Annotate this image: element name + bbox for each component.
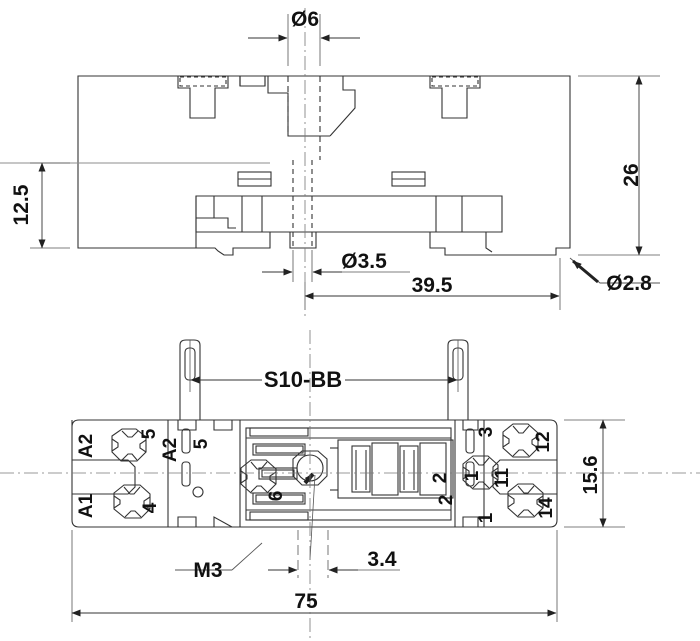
- screw-12: [502, 423, 539, 458]
- terminal-label-12: 12: [533, 431, 554, 452]
- terminal-label-5: 5: [139, 428, 160, 439]
- terminal-label-1: 1: [476, 512, 497, 523]
- dim-label-dia6: Ø6: [291, 8, 319, 31]
- dim-label-39-5: 39.5: [412, 274, 453, 297]
- dim-label-26: 26: [620, 163, 643, 186]
- terminal-label-2-inner: 2: [430, 473, 451, 484]
- part-label-s10bb: S10-BB: [264, 367, 342, 392]
- terminal-screws: [111, 423, 544, 519]
- terminal-label-6: 6: [266, 491, 287, 502]
- terminal-label-14: 14: [536, 497, 557, 519]
- dim-label-15-6: 15.6: [580, 456, 602, 495]
- terminal-label-a2-inner: A2: [160, 438, 181, 462]
- side-view-body: [0, 75, 571, 256]
- dim-label-3-4: 3.4: [367, 548, 397, 571]
- terminal-label-2: 2: [436, 495, 457, 506]
- terminal-label-a2: A2: [76, 434, 97, 458]
- screw-4: [113, 484, 151, 519]
- bottom-view-dimensions: [0, 330, 700, 641]
- screw-14: [507, 483, 544, 518]
- dimension-labels: Ø6 26 12.5 Ø3.5 39.5 Ø2.8 S10-BB 75 15.6…: [10, 8, 652, 613]
- terminal-label-4: 4: [140, 502, 161, 513]
- screw-11: [462, 455, 499, 490]
- terminal-labels: A2 5 A1 4 6 A2 5 2 1 3 12 11 2 1 14: [76, 427, 557, 524]
- terminal-label-3: 3: [476, 427, 497, 438]
- terminal-label-a1: A1: [76, 493, 97, 518]
- dim-label-75: 75: [294, 590, 318, 613]
- side-view-dimensions: [30, 8, 660, 318]
- terminal-label-11: 11: [492, 468, 513, 489]
- terminal-label-5-inner: 5: [191, 438, 212, 449]
- dim-label-m3: M3: [193, 559, 222, 582]
- dim-label-12-5: 12.5: [10, 184, 33, 225]
- screw-5: [111, 428, 147, 462]
- terminal-label-1-inner: 1: [462, 470, 483, 481]
- screw-6: [240, 459, 277, 494]
- dim-label-dia3-5: Ø3.5: [341, 250, 387, 273]
- dim-label-dia2-8: Ø2.8: [606, 272, 652, 295]
